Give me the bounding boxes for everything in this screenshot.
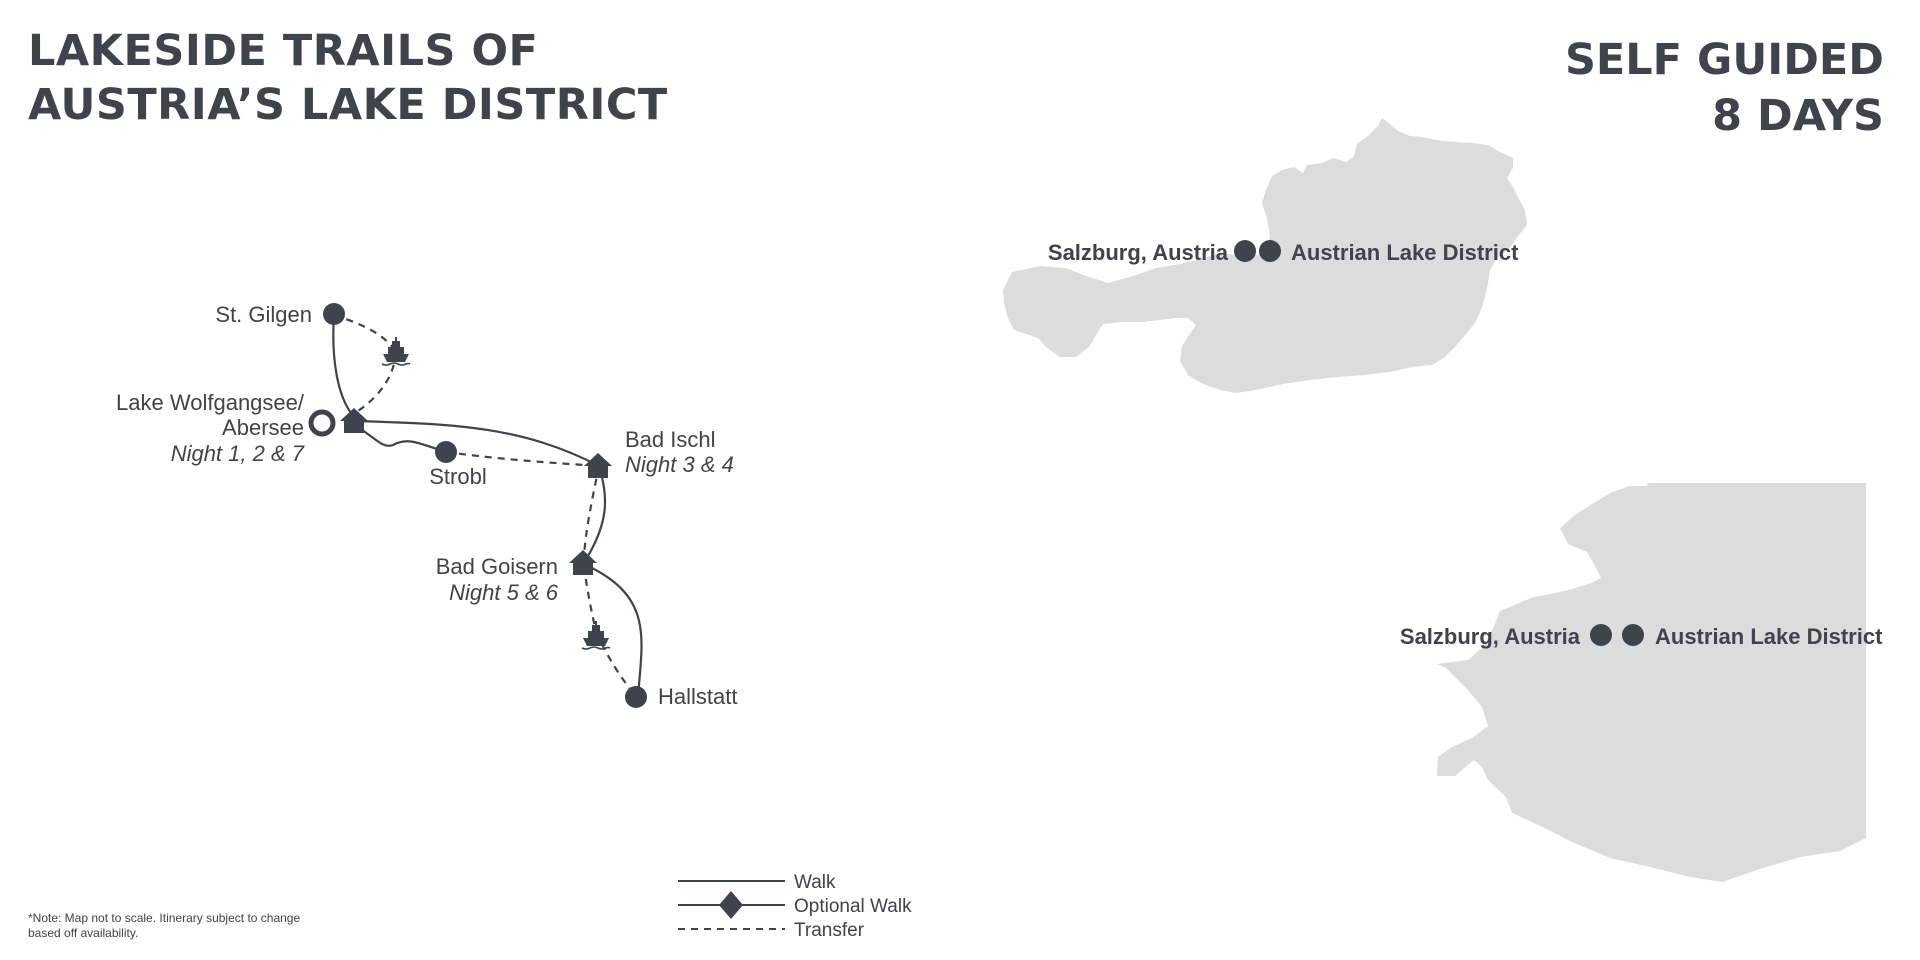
transfer-path-strobl-bad-ischl [445, 450, 600, 468]
page-title: LAKESIDE TRAILS OF AUSTRIA’S LAKE DISTRI… [28, 24, 668, 132]
bad-goisern-night-label: Night 5 & 6 [449, 580, 559, 605]
wolfgangsee-label-line-2: Abersee [222, 415, 304, 440]
badge-line-1: SELF GUIDED [1564, 35, 1884, 85]
hallstatt-label: Hallstatt [658, 684, 737, 709]
overview-lake-district-label: Austrian Lake District [1291, 240, 1519, 265]
strobl-label: Strobl [429, 464, 486, 489]
house-icon [569, 550, 597, 575]
trip-badge: SELF GUIDED 8 DAYS [1565, 32, 1884, 144]
st-gilgen-label: St. Gilgen [215, 302, 312, 327]
stop-dot-icon [1234, 240, 1256, 262]
transfer-path-boat-wolfgangsee [354, 351, 398, 414]
bad-goisern-label: Bad Goisern [436, 554, 558, 579]
diamond-icon [719, 891, 743, 919]
legend-optional-walk-label: Optional Walk [794, 896, 912, 917]
house-icon [340, 408, 368, 433]
walk-path-bad-goisern-hallstatt [587, 565, 643, 697]
overview-salzburg-label: Salzburg, Austria [1048, 240, 1229, 265]
legend-transfer-label: Transfer [794, 920, 865, 941]
title-line-1: LAKESIDE TRAILS OF [28, 26, 539, 76]
stop-dot-icon [625, 686, 647, 708]
stop-dot-icon [1622, 624, 1644, 646]
house-icon [584, 453, 612, 478]
overview-map: Salzburg, Austria Austrian Lake District [1003, 118, 1527, 393]
wolfgangsee-night-label: Night 1, 2 & 7 [171, 441, 305, 466]
bad-ischl-label: Bad Ischl [625, 427, 716, 452]
stop-labels: St. Gilgen Lake Wolfgangsee/ Abersee Nig… [116, 302, 737, 709]
bad-ischl-night-label: Night 3 & 4 [625, 452, 734, 477]
zoom-salzburg-label: Salzburg, Austria [1400, 624, 1581, 649]
disclaimer-note: *Note: Map not to scale. Itinerary subje… [28, 911, 301, 940]
region-silhouette [1437, 483, 1866, 882]
boat-icon [581, 620, 611, 650]
zoom-lake-district-label: Austrian Lake District [1655, 624, 1883, 649]
walk-path-wolfgangsee-bad-ischl [354, 419, 600, 467]
transfer-path-st-gilgen-boat [333, 313, 397, 353]
stop-dot-icon [323, 303, 345, 325]
zoom-map: Salzburg, Austria Austrian Lake District [1400, 483, 1883, 882]
legend: Walk Optional Walk Transfer [678, 872, 912, 941]
walk-path-wolfgangsee-strobl [354, 424, 447, 454]
badge-line-2: 8 DAYS [1712, 91, 1884, 141]
stop-dot-icon [1590, 624, 1612, 646]
legend-walk-label: Walk [794, 872, 836, 893]
walk-path-st-gilgen-wolfgangsee [332, 314, 352, 414]
stop-dot-icon [1259, 240, 1281, 262]
transfer-path-bad-goisern-boat [582, 565, 598, 633]
route-markers [308, 303, 647, 708]
start-ring-icon [308, 409, 336, 437]
title-line-2: AUSTRIA’S LAKE DISTRICT [28, 80, 668, 130]
transfer-path-bad-ischl-bad-goisern [582, 465, 601, 557]
wolfgangsee-label-line-1: Lake Wolfgangsee/ [116, 390, 305, 415]
stop-dot-icon [435, 441, 457, 463]
